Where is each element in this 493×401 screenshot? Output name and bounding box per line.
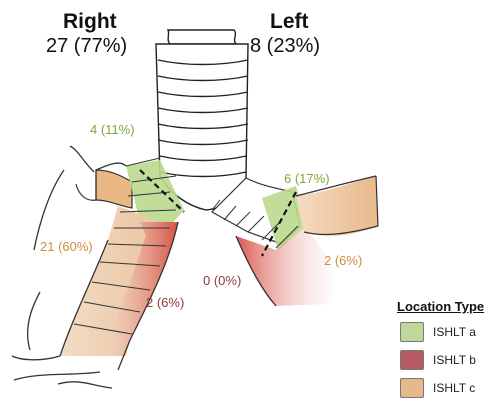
left-count: 8 (23%) bbox=[250, 36, 320, 56]
right-count: 27 (77%) bbox=[46, 36, 127, 56]
annotation-right-ishlt-b: 2 (6%) bbox=[146, 296, 184, 309]
right-bronchus bbox=[12, 146, 184, 388]
annotation-left-ishlt-a: 6 (17%) bbox=[284, 172, 330, 185]
legend-label-ishlt-a: ISHLT a bbox=[433, 326, 476, 338]
annotation-left-ishlt-b: 0 (0%) bbox=[203, 274, 241, 287]
left-title: Left bbox=[270, 11, 309, 32]
legend-swatch-ishlt-b bbox=[400, 350, 424, 370]
legend-label-ishlt-b: ISHLT b bbox=[433, 354, 476, 366]
right-title: Right bbox=[63, 11, 117, 32]
legend-swatch-ishlt-a bbox=[400, 322, 424, 342]
annotation-right-ishlt-c: 21 (60%) bbox=[40, 240, 93, 253]
legend-swatch-ishlt-c bbox=[400, 378, 424, 398]
legend-label-ishlt-c: ISHLT c bbox=[433, 382, 475, 394]
annotation-left-ishlt-c: 2 (6%) bbox=[324, 254, 362, 267]
annotation-right-ishlt-a: 4 (11%) bbox=[90, 123, 135, 136]
legend-title: Location Type bbox=[397, 300, 484, 313]
